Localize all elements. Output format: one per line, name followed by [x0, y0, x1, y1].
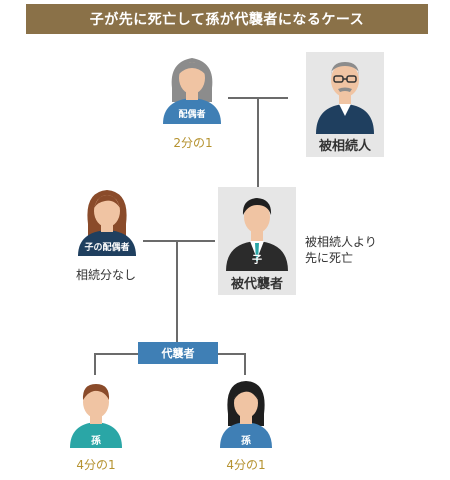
- spouse-tag: 配偶者: [178, 110, 206, 120]
- child-tag: 子: [252, 255, 262, 266]
- grandchild-left-tag: 孫: [91, 436, 101, 447]
- title-text: 子が先に死亡して孫が代襲者になるケース: [89, 12, 365, 28]
- grandchild-right-share: 4分の1: [226, 458, 266, 472]
- marriage-line-middle: [143, 240, 215, 242]
- woman-icon: [78, 190, 136, 256]
- title-banner: 子が先に死亡して孫が代襲者になるケース: [26, 4, 428, 34]
- girl-icon: [220, 381, 272, 448]
- child-card: 子 被代襲者: [218, 187, 296, 295]
- descent-line-middle: [176, 240, 178, 342]
- child-spouse-note: 相続分なし: [76, 268, 137, 282]
- elderly-man-icon: [316, 62, 374, 134]
- child-note-line1: 被相続人より: [305, 235, 377, 249]
- boy-icon: [70, 384, 122, 448]
- descent-line-top: [257, 97, 259, 187]
- decedent-card: 被相続人: [306, 52, 384, 157]
- child-label: 被代襲者: [230, 277, 283, 292]
- child-spouse-tag: 子の配偶者: [84, 243, 130, 253]
- grandchild-right-tag: 孫: [241, 436, 251, 447]
- decedent-label: 被相続人: [318, 139, 371, 154]
- spouse-share: 2分の1: [173, 136, 213, 150]
- substitution-label: 代襲者: [138, 342, 218, 364]
- grandchild-left-share: 4分の1: [76, 458, 116, 472]
- elderly-woman-icon: [163, 58, 221, 124]
- grandchild-left-drop: [94, 353, 96, 375]
- child-note-line2: 先に死亡: [305, 251, 354, 265]
- grandchild-right-drop: [244, 353, 246, 375]
- man-suit-icon: [226, 198, 288, 271]
